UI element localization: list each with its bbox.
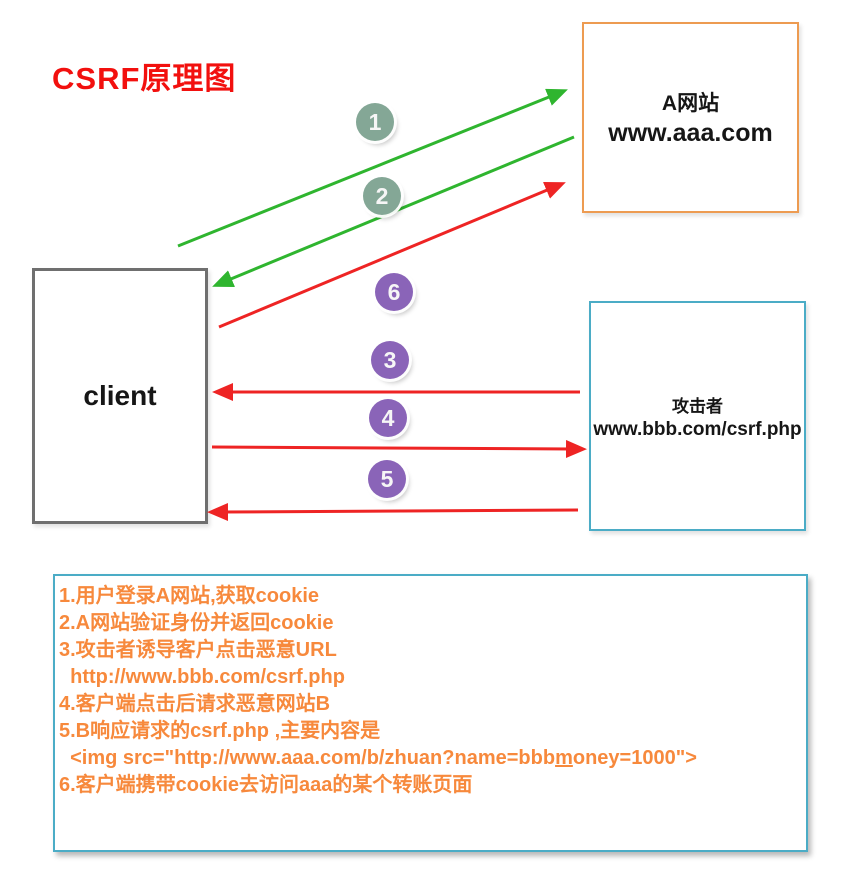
note-line-6: 5.B响应请求的csrf.php ,主要内容是 — [59, 720, 381, 742]
arrow-4-client-to-attacker — [211, 439, 587, 458]
client-box: client — [32, 268, 208, 524]
step-badge-1: 1 — [356, 103, 394, 141]
step-badge-4: 4 — [369, 399, 407, 437]
client-label: client — [83, 380, 157, 411]
site-a-url: www.aaa.com — [608, 119, 773, 147]
step-badge-5: 5 — [368, 460, 406, 498]
note-line-7: <img src="http://www.aaa.com/b/zhuan?nam… — [59, 745, 804, 772]
attacker-name: 攻击者 — [672, 396, 723, 416]
page-title: CSRF原理图 — [52, 61, 237, 96]
arrow-2-sitea-to-client — [212, 135, 575, 288]
explanation-box: 1.用户登录A网站,获取cookie 2.A网站验证身份并返回cookie 3.… — [53, 574, 808, 852]
note-line-2: 2.A网站验证身份并返回cookie — [59, 612, 334, 634]
note-line-7-post: oney=1000"> — [572, 747, 697, 769]
note-line-8: 6.客户端携带cookie去访问aaa的某个转账页面 — [59, 774, 473, 796]
note-line-5: 4.客户端点击后请求恶意网站B — [59, 693, 331, 715]
step-badge-3: 3 — [371, 341, 409, 379]
attacker-url: www.bbb.com/csrf.php — [593, 418, 802, 440]
note-line-7-underlined: m — [555, 747, 573, 769]
step-badge-6: 6 — [375, 273, 413, 311]
site-a-box: A网站 www.aaa.com — [582, 22, 799, 213]
attacker-box: 攻击者 www.bbb.com/csrf.php — [589, 301, 806, 531]
note-line-7-pre: <img src="http://www.aaa.com/b/zhuan?nam… — [59, 747, 556, 769]
note-line-4: http://www.bbb.com/csrf.php — [59, 666, 345, 688]
note-line-3: 3.攻击者诱导客户点击恶意URL — [59, 639, 337, 661]
note-line-1: 1.用户登录A网站,获取cookie — [59, 585, 320, 607]
site-a-name: A网站 — [661, 92, 720, 115]
arrow-5-attacker-to-client — [207, 502, 579, 521]
step-badge-2: 2 — [363, 177, 401, 215]
